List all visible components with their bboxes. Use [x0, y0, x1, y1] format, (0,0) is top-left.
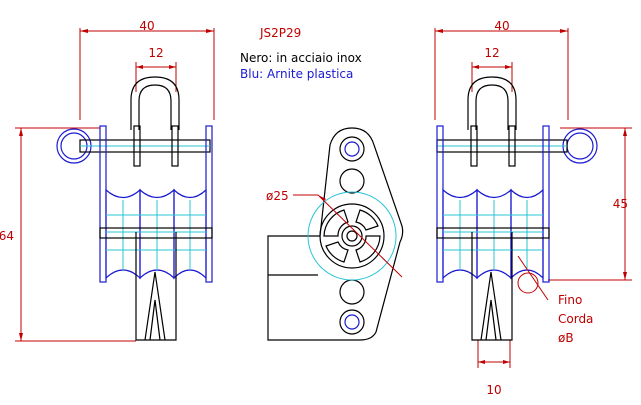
right-inner-dimension: 12 [471, 46, 513, 92]
legend-steel: Nero: in acciaio inox [240, 51, 362, 65]
right-shackle [467, 76, 517, 130]
left-height-dimension: 64 [0, 127, 136, 342]
left-inner-dimension: 12 [135, 46, 177, 92]
right-bottom-dimension: 10 [477, 340, 511, 397]
center-bottom-hole [339, 309, 365, 335]
right-sheaves [436, 188, 550, 280]
right-becket [471, 232, 513, 341]
center-sheave [319, 203, 385, 269]
drawing-title: JS2P29 [259, 26, 301, 40]
center-side-plate [267, 127, 404, 341]
callout-line1: Fino [558, 293, 582, 307]
rope-callout: Fino Corda øB [517, 255, 593, 345]
left-height-label: 64 [0, 229, 14, 243]
left-width-dimension: 40 [79, 19, 215, 120]
callout-line2: Corda [558, 312, 593, 326]
left-inner-label: 12 [148, 46, 163, 60]
right-height-label: 45 [613, 197, 628, 211]
right-height-dimension: 45 [548, 127, 632, 281]
center-upper-hole [339, 168, 365, 194]
right-cheek-plate [436, 125, 444, 283]
left-cheek-plate [99, 125, 107, 283]
right-width-dimension: 40 [434, 19, 569, 120]
right-cheek-plate [542, 125, 550, 283]
left-width-label: 40 [139, 19, 154, 33]
legend-plastic: Blu: Arnite plastica [240, 67, 353, 81]
left-shackle [130, 76, 180, 130]
left-sheaves [99, 188, 213, 280]
callout-line3: øB [558, 331, 574, 345]
right-view: 40 12 45 10 [434, 19, 632, 397]
right-width-label: 40 [494, 19, 509, 33]
center-lower-hole [339, 279, 365, 305]
left-becket [135, 232, 177, 341]
center-diameter-label: ø25 [266, 189, 289, 203]
left-cheek-plate [205, 125, 213, 283]
center-view: ø25 [266, 127, 404, 341]
right-ring [562, 128, 598, 164]
right-inner-label: 12 [484, 46, 499, 60]
center-top-hole [339, 136, 365, 162]
center-sheave-outline [307, 191, 397, 281]
left-view: 40 12 64 [0, 19, 215, 342]
right-bottom-label: 10 [486, 383, 501, 397]
